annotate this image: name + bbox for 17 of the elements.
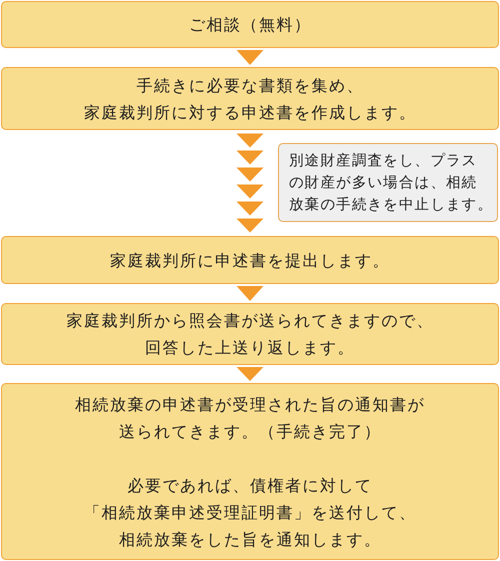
- arrow: [236, 134, 264, 232]
- step-text: 必要であれば、債権者に対して「相続放棄申述受理証明書」を送付して、相続放棄をした旨を通知します。: [84, 474, 416, 550]
- arrow: [236, 286, 264, 301]
- process-box: [1, 236, 499, 284]
- step-text: 相続放棄の申述書が受理された旨の通知書が送られてきます。（手続き完了）: [75, 394, 425, 442]
- note-box: [278, 143, 498, 222]
- process-box: [1, 67, 499, 130]
- step-text: 手続きに必要な書類を集め、家庭裁判所に対する申述書を作成します。: [84, 74, 416, 124]
- arrow: [236, 367, 264, 381]
- note-text: 別途財産調査をし、プラスの財産が多い場合は、相続放棄の手続きを中止します。: [289, 152, 494, 214]
- step-text: 家庭裁判所に申述書を提出します。: [110, 250, 390, 272]
- arrow: [236, 50, 264, 65]
- step-text: ご相談（無料）: [188, 14, 312, 36]
- step-text: 家庭裁判所から照会書が送られてきますので、回答した上送り返します。: [66, 310, 434, 359]
- process-box: [1, 383, 499, 560]
- process-box: [1, 303, 499, 365]
- process-box: [1, 1, 499, 48]
